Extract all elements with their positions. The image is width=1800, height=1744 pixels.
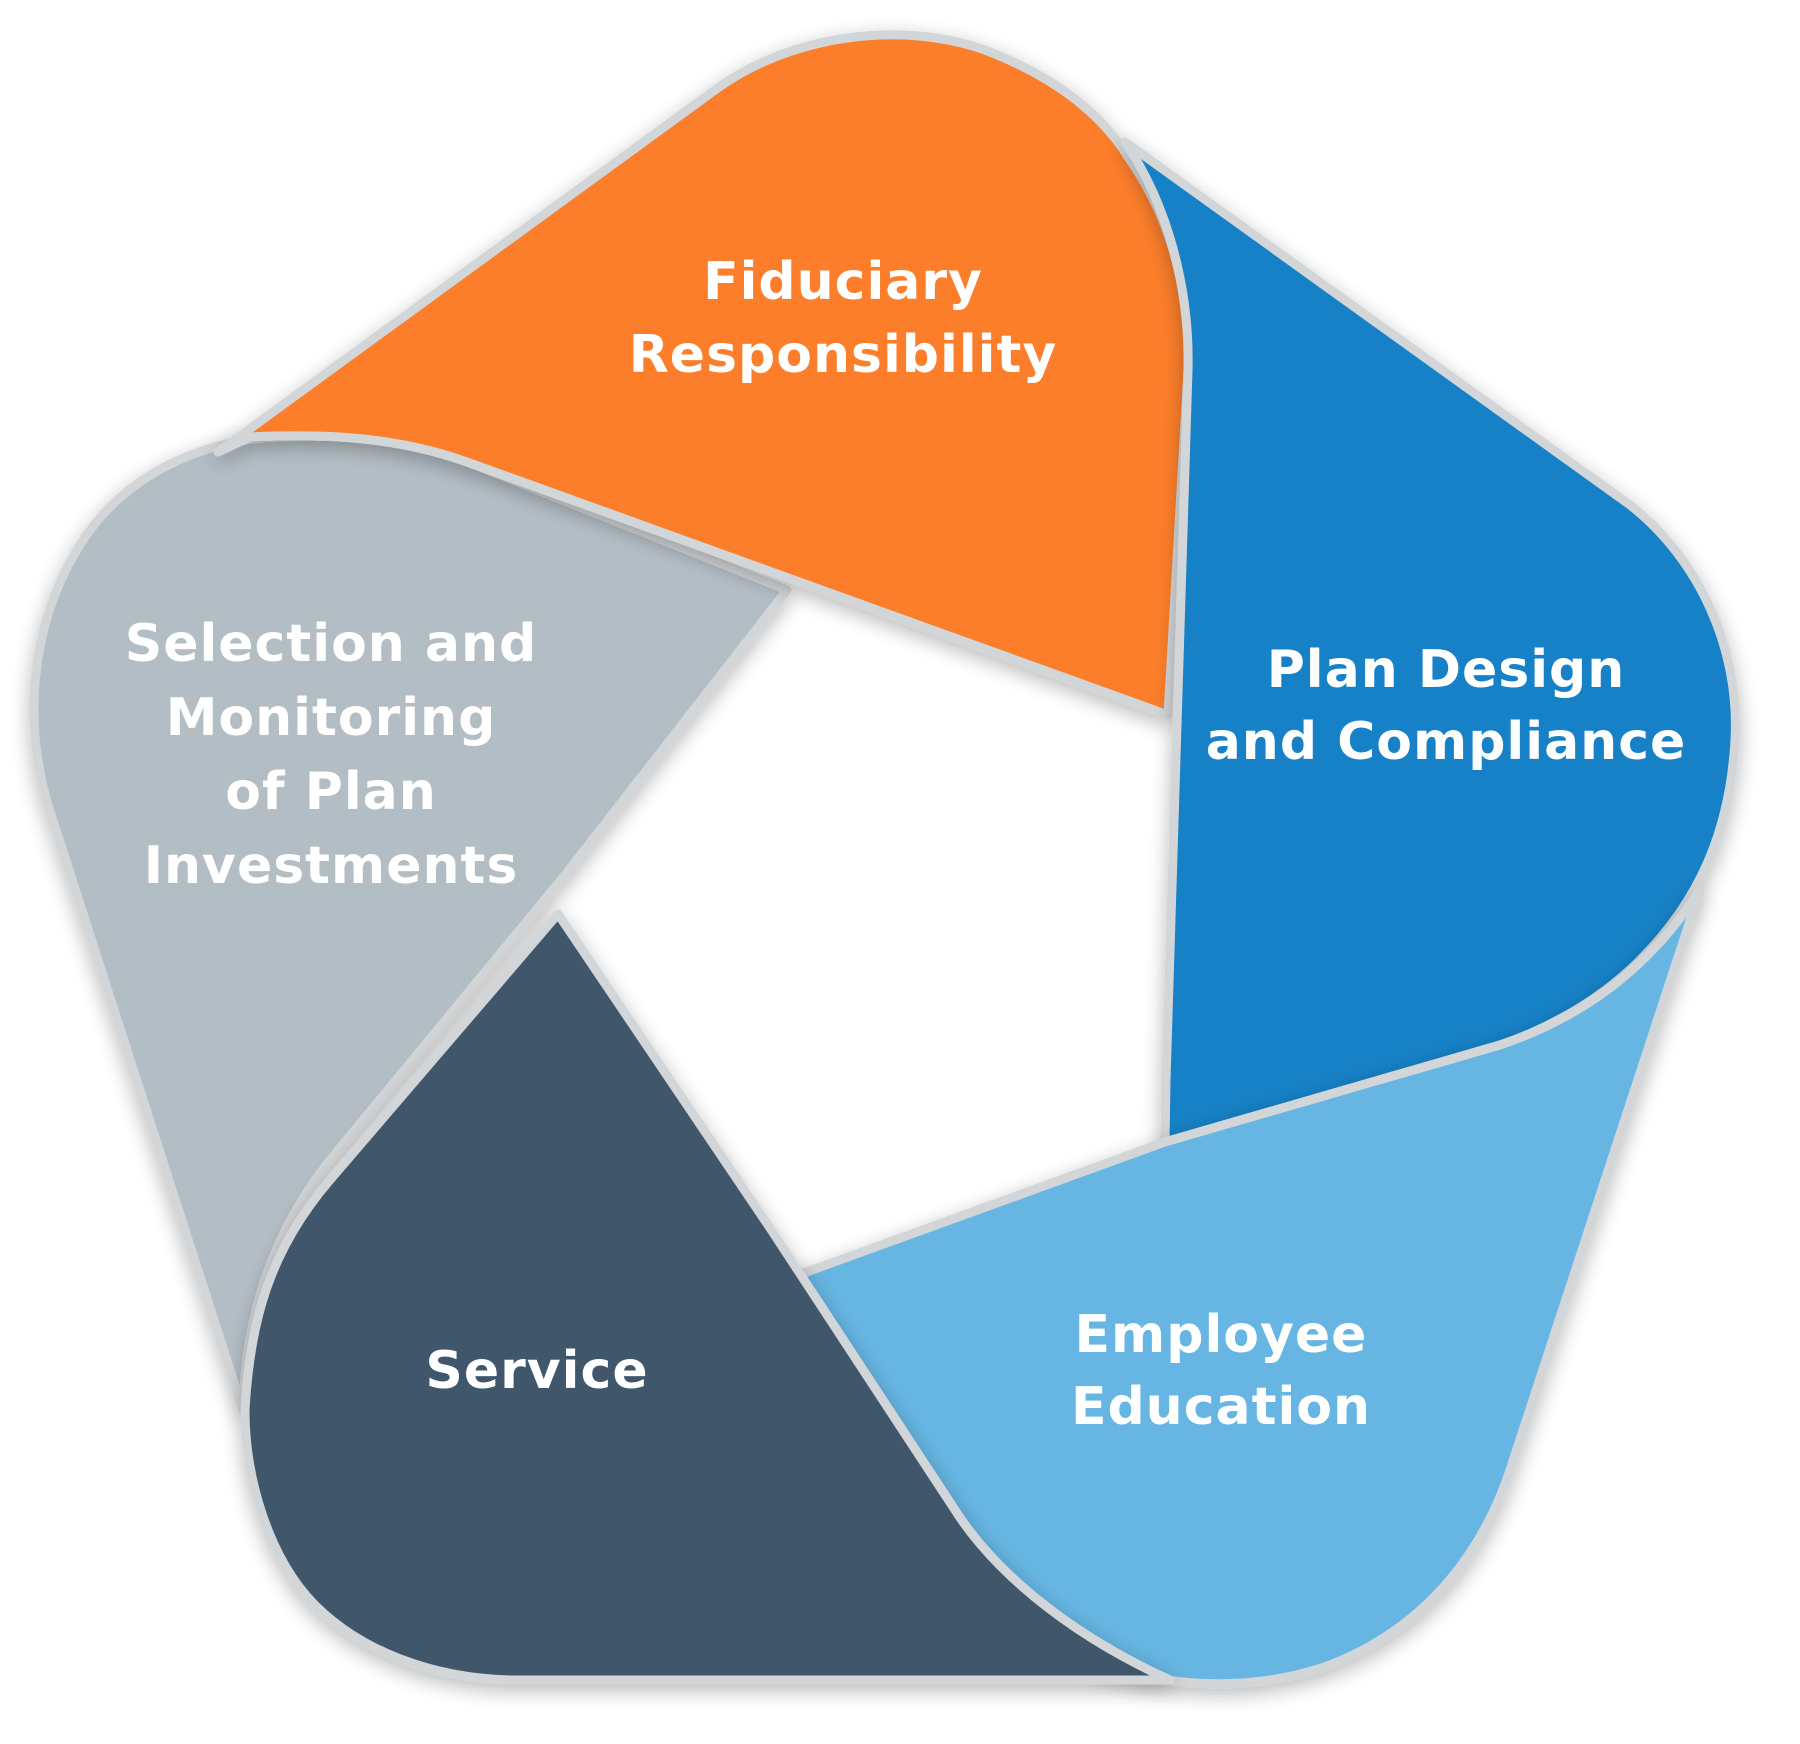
- label-service-line-1: Service: [425, 1341, 648, 1401]
- label-fiduciary-line-2: Responsibility: [629, 325, 1057, 385]
- label-employee-education-line-1: Employee: [1075, 1305, 1368, 1365]
- segment-fiduciary: [213, 30, 1193, 720]
- label-fiduciary: Fiduciary Responsibility: [629, 252, 1057, 385]
- label-selection-monitoring: Selection and Monitoring of Plan Investm…: [125, 614, 538, 896]
- label-selection-monitoring-line-3: of Plan: [225, 762, 437, 822]
- label-selection-monitoring-line-4: Investments: [144, 836, 519, 896]
- label-selection-monitoring-line-2: Monitoring: [166, 688, 497, 748]
- label-plan-design-line-2: and Compliance: [1206, 712, 1687, 772]
- label-service: Service: [425, 1341, 648, 1401]
- segment-service: [240, 909, 1175, 1685]
- label-plan-design: Plan Design and Compliance: [1206, 640, 1687, 772]
- label-plan-design-line-1: Plan Design: [1267, 640, 1626, 700]
- label-selection-monitoring-line-1: Selection and: [125, 614, 538, 674]
- label-employee-education-line-2: Education: [1071, 1377, 1371, 1437]
- segment-service-shape: [240, 909, 1175, 1685]
- label-employee-education: Employee Education: [1071, 1305, 1371, 1437]
- segment-fiduciary-shape: [213, 30, 1193, 720]
- label-fiduciary-line-1: Fiduciary: [703, 252, 983, 312]
